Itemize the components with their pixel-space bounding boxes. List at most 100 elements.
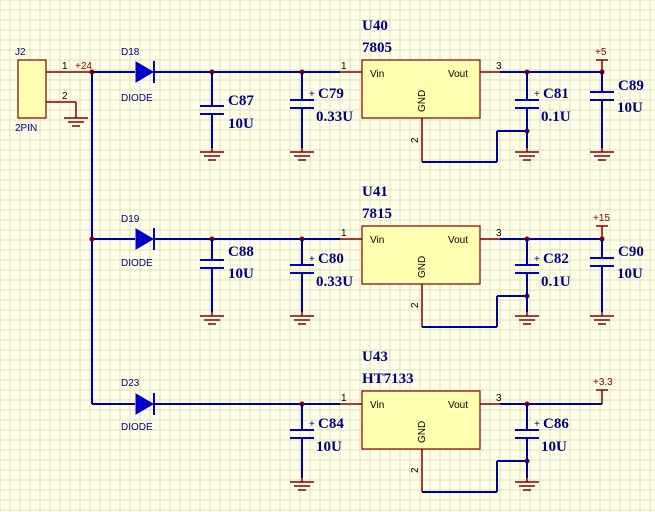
connector-pin1-label: 1 bbox=[62, 61, 68, 72]
capacitor-value: 10U bbox=[316, 439, 342, 455]
connector-pin2-label: 2 bbox=[62, 91, 68, 102]
capacitor-c80[interactable]: + C80 0.33U bbox=[290, 239, 353, 312]
polarity-mark: + bbox=[309, 419, 315, 430]
capacitor-c89[interactable]: C89 10U bbox=[590, 72, 644, 148]
reg-pin-out-num: 3 bbox=[496, 228, 502, 239]
capacitor-value: 0.1U bbox=[541, 109, 571, 125]
polarity-mark: + bbox=[534, 419, 540, 430]
ground-symbol bbox=[200, 312, 224, 325]
polarity-mark: + bbox=[534, 254, 540, 265]
regulator-body bbox=[361, 225, 481, 285]
regulator-u40[interactable]: U40 7805 Vin Vout GND 2 bbox=[361, 18, 481, 162]
regulator-vin: Vin bbox=[370, 235, 384, 246]
capacitor-value: 10U bbox=[228, 266, 254, 282]
capacitor-c81[interactable]: + C81 0.1U bbox=[515, 72, 571, 148]
regulator-pin-gnd-num: 2 bbox=[410, 302, 421, 308]
capacitor-value: 10U bbox=[228, 116, 254, 132]
capacitor-ref: C89 bbox=[618, 78, 644, 94]
ground-symbol bbox=[290, 312, 314, 325]
net-label-out1: +5 bbox=[595, 47, 607, 58]
power-port-3v3: +3.3 bbox=[593, 377, 613, 404]
diode-d18[interactable]: D18 DIODE bbox=[121, 47, 155, 104]
connector-value: 2PIN bbox=[15, 123, 37, 134]
regulator-ref: U40 bbox=[362, 18, 388, 34]
regulator-body bbox=[361, 59, 481, 119]
capacitor-ref: C86 bbox=[543, 416, 569, 432]
regulator-vout: Vout bbox=[448, 400, 468, 411]
capacitor-c84[interactable]: + C84 10U bbox=[290, 404, 344, 478]
reg-pin-in-num: 1 bbox=[341, 393, 347, 404]
rail-7805: D18 DIODE 1 C87 10U + C79 0. bbox=[121, 18, 644, 163]
capacitor-c79[interactable]: + C79 0.33U bbox=[290, 72, 353, 148]
regulator-ref: U41 bbox=[362, 184, 388, 200]
diode-d19[interactable]: D19 DIODE bbox=[121, 214, 155, 269]
capacitor-value: 0.33U bbox=[316, 274, 353, 290]
regulator-vout: Vout bbox=[448, 69, 468, 80]
reg-pin-in-num: 1 bbox=[341, 228, 347, 239]
diode-symbol bbox=[135, 393, 154, 415]
polarity-mark: + bbox=[309, 254, 315, 265]
connector-ref: J2 bbox=[15, 47, 26, 58]
net-label-out3: +3.3 bbox=[593, 377, 613, 388]
regulator-body bbox=[361, 390, 481, 450]
input-bus bbox=[89, 69, 135, 405]
regulator-u43[interactable]: U43 HT7133 Vin Vout GND 2 bbox=[361, 349, 481, 492]
power-port-15v: +15 bbox=[593, 213, 610, 239]
capacitor-value: 10U bbox=[617, 266, 643, 282]
capacitor-ref: C79 bbox=[318, 86, 344, 102]
regulator-u41[interactable]: U41 7815 Vin Vout GND 2 bbox=[361, 184, 481, 327]
reg-pin-in-num: 1 bbox=[341, 61, 347, 72]
diode-symbol bbox=[135, 228, 154, 250]
capacitor-value: 10U bbox=[541, 439, 567, 455]
regulator-ref: U43 bbox=[362, 349, 388, 365]
connector-body bbox=[17, 59, 47, 119]
polarity-mark: + bbox=[534, 89, 540, 100]
regulator-vin: Vin bbox=[370, 400, 384, 411]
regulator-value: 7805 bbox=[362, 40, 392, 56]
diode-ref: D19 bbox=[121, 214, 140, 225]
diode-ref: D23 bbox=[121, 378, 140, 389]
diode-d23[interactable]: D23 DIODE bbox=[121, 378, 155, 433]
capacitor-c86[interactable]: + C86 10U bbox=[515, 404, 569, 478]
capacitor-value: 0.1U bbox=[541, 274, 571, 290]
capacitor-c82[interactable]: + C82 0.1U bbox=[515, 239, 571, 312]
rail-7815: D19 DIODE 1 C88 10U + C80 0.33U bbox=[121, 184, 644, 328]
regulator-value: HT7133 bbox=[362, 371, 414, 387]
regulator-vout: Vout bbox=[448, 235, 468, 246]
capacitor-c88[interactable]: C88 10U bbox=[200, 239, 254, 312]
ground-symbol bbox=[290, 478, 314, 491]
diode-symbol bbox=[135, 61, 154, 83]
diode-value: DIODE bbox=[121, 422, 153, 433]
rail-ht7133: D23 DIODE 1 + C84 10U U43 HT7133 Vin Vou… bbox=[121, 349, 613, 493]
regulator-vin: Vin bbox=[370, 69, 384, 80]
reg-pin-out-num: 3 bbox=[496, 393, 502, 404]
regulator-gnd: GND bbox=[417, 256, 428, 278]
diode-ref: D18 bbox=[121, 47, 140, 58]
capacitor-value: 0.33U bbox=[316, 109, 353, 125]
capacitor-ref: C80 bbox=[318, 251, 344, 267]
capacitor-ref: C88 bbox=[228, 244, 254, 260]
ground-symbol bbox=[590, 312, 614, 325]
polarity-mark: + bbox=[309, 89, 315, 100]
capacitor-value: 10U bbox=[617, 100, 643, 116]
capacitor-ref: C90 bbox=[618, 244, 644, 260]
regulator-pin-gnd-num: 2 bbox=[410, 467, 421, 473]
regulator-pin-gnd-num: 2 bbox=[410, 137, 421, 143]
capacitor-ref: C87 bbox=[228, 93, 254, 109]
capacitor-c87[interactable]: C87 10U bbox=[200, 72, 254, 148]
ground-symbol bbox=[64, 117, 88, 127]
capacitor-ref: C82 bbox=[543, 251, 569, 267]
ground-symbol bbox=[590, 148, 614, 161]
regulator-value: 7815 bbox=[362, 206, 392, 222]
ground-symbol bbox=[290, 148, 314, 161]
net-label-out2: +15 bbox=[593, 213, 610, 224]
ground-symbol bbox=[515, 148, 539, 161]
capacitor-c90[interactable]: C90 10U bbox=[590, 239, 644, 312]
regulator-gnd: GND bbox=[417, 90, 428, 112]
power-port-5v: +5 bbox=[595, 47, 608, 72]
connector-j2[interactable]: J2 2PIN 1 2 bbox=[15, 47, 92, 134]
reg-pin-out-num: 3 bbox=[496, 61, 502, 72]
capacitor-ref: C81 bbox=[543, 86, 569, 102]
ground-symbol bbox=[515, 312, 539, 325]
